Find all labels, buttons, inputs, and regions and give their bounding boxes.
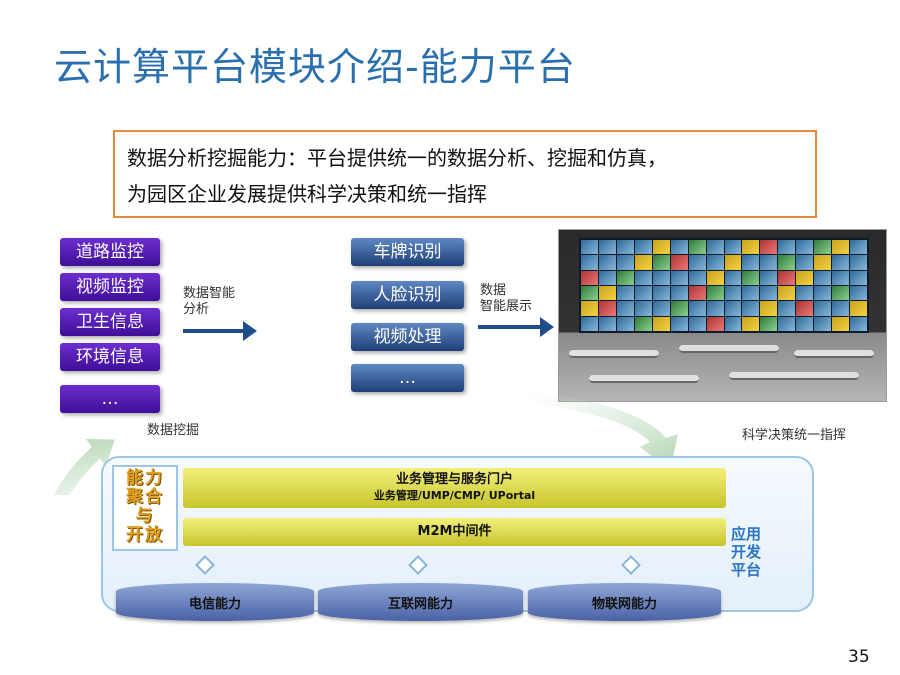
source-health-info[interactable]: 卫生信息 [60,308,160,336]
ability-aggregation-box: 能力 聚合 与 开放 [112,465,178,551]
process-plate-recognition[interactable]: 车牌识别 [351,238,464,266]
mining-label: 数据挖掘 [147,423,200,438]
source-video-monitoring[interactable]: 视频监控 [60,273,160,301]
arrow-right-icon [183,321,257,341]
page-number: 35 [848,647,870,667]
callout-line-1: 数据分析挖掘能力：平台提供统一的数据分析、挖掘和仿真， [127,146,667,170]
curved-arrow-up-icon [38,438,115,495]
process-face-recognition[interactable]: 人脸识别 [351,281,464,309]
process-video-processing[interactable]: 视频处理 [351,323,464,351]
m2m-middleware-bar[interactable]: M2M中间件 [183,518,726,546]
process-more[interactable]: … [351,364,464,392]
decision-label: 科学决策统一指挥 [742,428,847,443]
source-environment-info[interactable]: 环境信息 [60,343,160,371]
telecom-capability[interactable]: 电信能力 [116,583,314,621]
iot-capability[interactable]: 物联网能力 [528,583,721,621]
callout-line-2: 为园区企业发展提供科学决策和统一指挥 [127,182,487,206]
video-wall [579,238,869,333]
service-portal-bar[interactable]: 业务管理与服务门户 业务管理/UMP/CMP/ UPortal [183,468,726,508]
description-callout: 数据分析挖掘能力：平台提供统一的数据分析、挖掘和仿真， 为园区企业发展提供科学决… [113,130,817,218]
analysis-label: 数据智能 分析 [183,286,236,317]
display-label: 数据 智能展示 [480,283,533,314]
internet-capability[interactable]: 互联网能力 [318,583,523,621]
page-title: 云计算平台模块介绍-能力平台 [54,45,576,89]
app-dev-platform-label: 应用 开发 平台 [731,525,762,579]
control-room-photo [558,229,887,402]
source-more[interactable]: … [60,385,160,413]
source-road-monitoring[interactable]: 道路监控 [60,238,160,266]
arrow-right-icon [478,317,554,337]
